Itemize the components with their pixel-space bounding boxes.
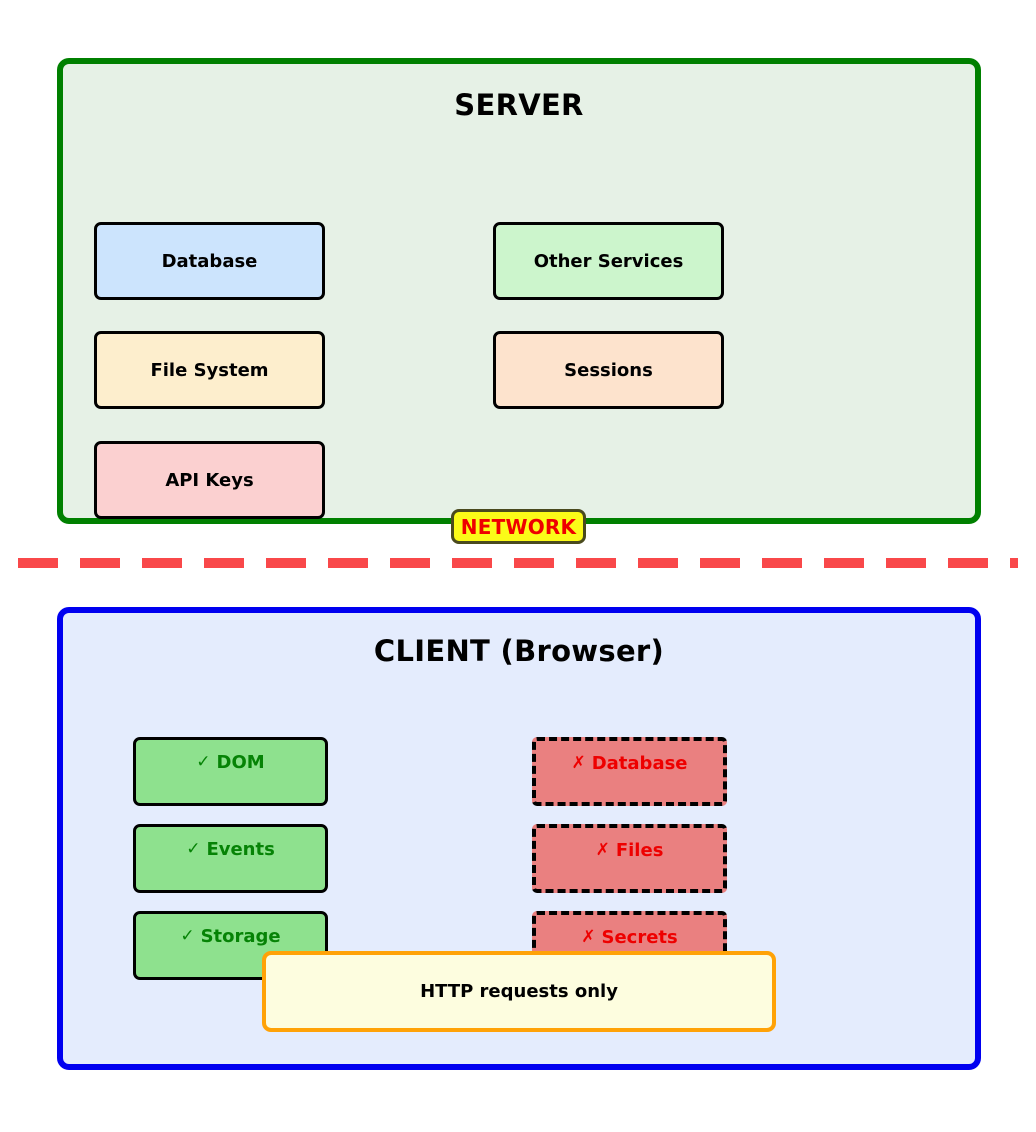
server-resource-sessions: Sessions [493,331,724,409]
cross-icon: ✗ [595,840,610,860]
server-resource-database-label: Database [161,250,258,272]
client-allowed-storage-label: Storage [200,926,281,947]
client-allowed-events-label: Events [206,839,275,860]
client-panel-title: CLIENT (Browser) [373,634,665,668]
network-badge-label: NETWORK [460,514,577,539]
check-icon: ✓ [180,926,195,946]
check-icon: ✓ [196,752,211,772]
cross-icon: ✗ [571,753,586,773]
client-denied-database: ✗ Database [532,737,727,806]
server-resource-other-services: Other Services [493,222,724,300]
server-panel-title: SERVER [454,88,584,122]
client-denied-database-label: Database [591,753,688,774]
client-allowed-storage: ✓ Storage [133,911,328,980]
client-allowed-events: ✓ Events [133,824,328,893]
http-requests-note-label: HTTP requests only [420,981,618,1002]
client-denied-secrets-label: Secrets [601,927,678,948]
cross-icon: ✗ [581,927,596,947]
server-resource-database: Database [94,222,325,300]
client-allowed-dom-label: DOM [216,752,265,773]
server-resource-api-keys-label: API Keys [165,469,254,491]
network-badge: NETWORK [451,509,586,544]
server-panel: SERVER Database File System API Keys Oth… [57,58,981,524]
client-allowed-dom: ✓ DOM [133,737,328,806]
check-icon: ✓ [186,839,201,859]
server-resource-file-system-label: File System [150,359,269,381]
server-resource-other-services-label: Other Services [533,250,684,272]
client-denied-files: ✗ Files [532,824,727,893]
client-denied-files-label: Files [615,840,664,861]
server-resource-api-keys: API Keys [94,441,325,519]
server-resource-sessions-label: Sessions [564,359,653,381]
network-boundary-divider [18,558,1018,568]
server-resource-file-system: File System [94,331,325,409]
http-requests-note: HTTP requests only [262,951,776,1032]
